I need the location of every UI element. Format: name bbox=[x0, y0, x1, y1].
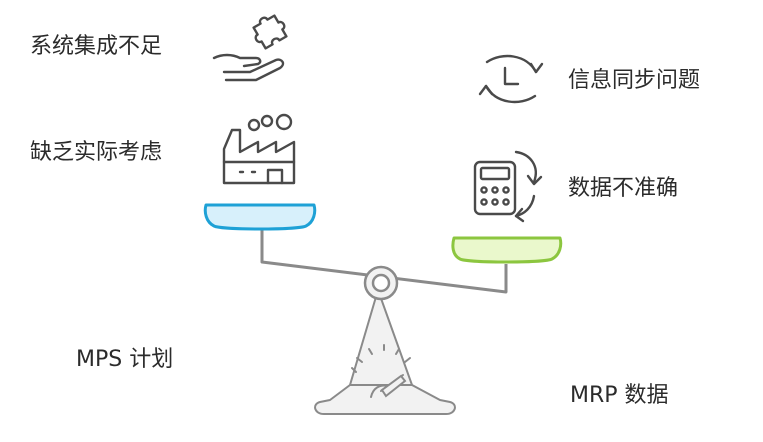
right-side-title: MRP 数据 bbox=[570, 383, 669, 408]
puzzle-hand-icon bbox=[212, 14, 288, 82]
scale-pivot bbox=[363, 265, 399, 301]
factor-label-data-inaccuracy: 数据不准确 bbox=[568, 176, 679, 201]
factor-label-info-sync: 信息同步问题 bbox=[568, 68, 701, 93]
left-pan bbox=[203, 203, 317, 231]
calculator-refresh-icon bbox=[473, 150, 543, 223]
left-side-title: MPS 计划 bbox=[76, 347, 174, 372]
factor-label-practical-considerations: 缺乏实际考虑 bbox=[30, 140, 163, 165]
scale-stand bbox=[314, 289, 456, 415]
right-pan bbox=[451, 236, 563, 264]
sync-clock-icon bbox=[478, 54, 544, 104]
gauge-icon bbox=[351, 344, 411, 398]
factory-icon bbox=[222, 113, 296, 185]
factor-label-system-integration: 系统集成不足 bbox=[30, 34, 163, 59]
